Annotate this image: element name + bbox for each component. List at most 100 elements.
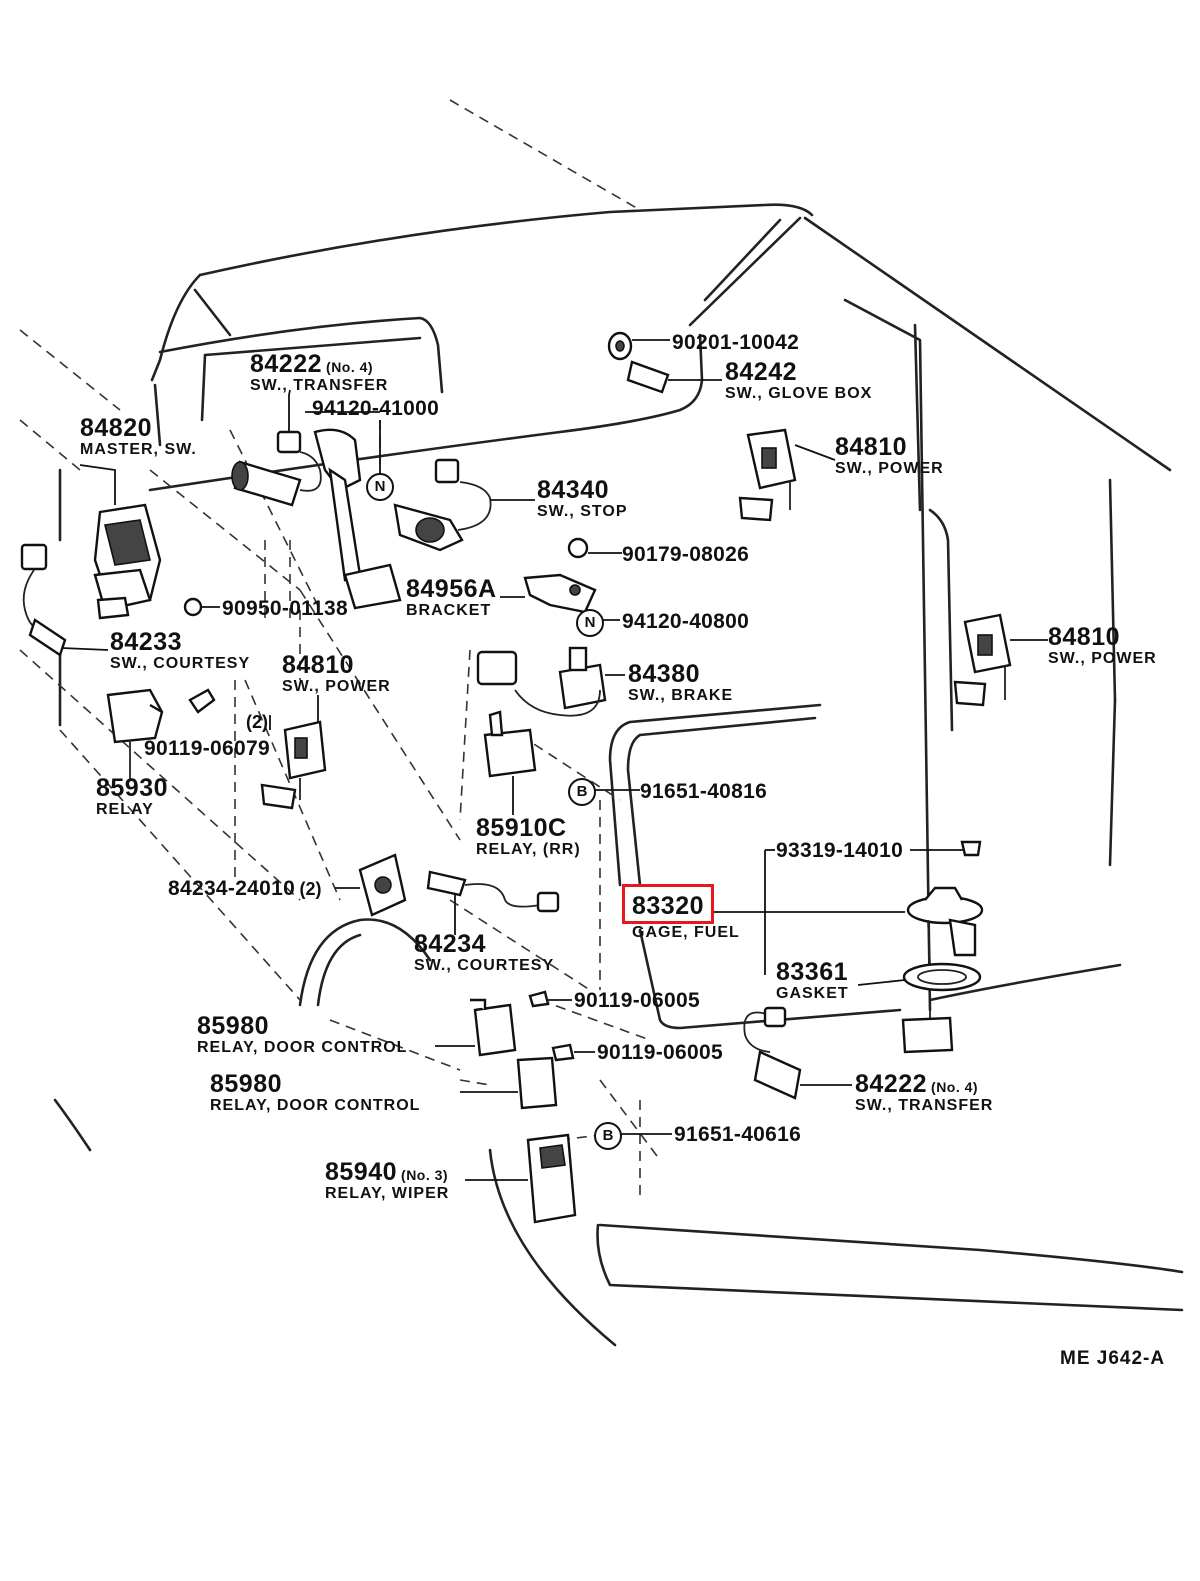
part-number: 85930 (96, 774, 169, 802)
quantity: (2) (299, 879, 322, 899)
part-description: BRACKET (406, 602, 492, 619)
part-description: RELAY, (RR) (476, 841, 581, 858)
part-description: SW., STOP (537, 503, 628, 520)
label-90119-06079: 90119-06079 (144, 738, 270, 759)
part-number: 91651-40816 (640, 780, 768, 803)
part-description: RELAY, DOOR CONTROL (210, 1097, 421, 1114)
label-85940: 85940(No. 3) RELAY, WIPER (325, 1160, 449, 1202)
label-91651-40816: 91651-40816 (640, 781, 767, 802)
part-description: GAGE, FUEL (632, 924, 740, 941)
part-number: 90179-08026 (622, 543, 750, 566)
part-number: 84242 (725, 358, 798, 386)
label-94120-40800: 94120-40800 (622, 611, 749, 632)
wiper-relay-drawing (465, 1133, 672, 1224)
part-number: 85980 (197, 1012, 270, 1040)
part-description: SW., POWER (1048, 650, 1157, 667)
stop-switch-drawing (393, 458, 535, 552)
body-outline (53, 203, 1184, 1347)
quantity: (2) (246, 712, 268, 732)
relay-rr-drawing (483, 710, 640, 815)
label-84222-bottom: 84222(No. 4) SW., TRANSFER (855, 1072, 993, 1114)
part-number: 85940 (325, 1158, 398, 1186)
part-description: SW., COURTESY (414, 957, 555, 974)
label-84810-upper-right: 84810 SW., POWER (835, 435, 944, 477)
part-number: 90950-01138 (222, 597, 348, 620)
label-qty-2-upper: (2) (246, 713, 268, 732)
part-description: RELAY, WIPER (325, 1185, 450, 1202)
label-83361: 83361 GASKET (776, 960, 849, 1002)
part-number: 94120-41000 (312, 397, 440, 420)
label-93319-14010: 93319-14010 (776, 840, 903, 861)
part-description: SW., POWER (835, 460, 944, 477)
master-switch-drawing (79, 464, 162, 620)
label-84956A: 84956A BRACKET (406, 577, 497, 619)
courtesy-switch-left-drawing (20, 543, 109, 657)
marker-b-lower: B (594, 1122, 622, 1150)
label-84234-24010: 84234-24010 (2) (168, 878, 322, 899)
label-84222-top: 84222(No. 4) SW., TRANSFER (250, 352, 388, 394)
power-switch-center-drawing (260, 695, 327, 810)
bracket-drawing (500, 537, 622, 614)
label-90950-01138: 90950-01138 (222, 598, 348, 619)
label-84380: 84380 SW., BRAKE (628, 662, 733, 704)
label-90119-06005-lower: 90119-06005 (597, 1042, 723, 1063)
glovebox-switch-drawing (607, 331, 722, 394)
label-94120-41000: 94120-41000 (312, 398, 439, 419)
fuel-gage-drawing (712, 840, 984, 1054)
leader-lines (183, 597, 620, 730)
part-description: SW., BRAKE (628, 687, 734, 704)
part-number: 84222 (855, 1070, 928, 1098)
part-number: 94120-40800 (622, 610, 750, 633)
part-number: 93319-14010 (776, 839, 904, 862)
part-number: 91651-40616 (674, 1123, 802, 1146)
label-84810-lower-right: 84810 SW., POWER (1048, 625, 1157, 667)
label-84234: 84234 SW., COURTESY (414, 932, 554, 974)
part-description: SW., GLOVE BOX (725, 385, 873, 402)
brake-switch-drawing (476, 646, 625, 717)
part-number: 84810 (835, 433, 908, 461)
label-85930: 85930 RELAY (96, 776, 168, 818)
label-85910C: 85910C RELAY, (RR) (476, 816, 581, 858)
part-number: 84956A (406, 575, 497, 603)
part-number: 84234-24010 (168, 877, 296, 900)
marker-n-lower: N (576, 609, 604, 637)
label-90179-08026: 90179-08026 (622, 544, 749, 565)
part-qualifier: (No. 4) (326, 359, 374, 375)
part-number: 90201-10042 (672, 331, 800, 354)
part-number: 85980 (210, 1070, 283, 1098)
door-relay-upper-drawing (435, 990, 572, 1057)
part-number: 85910C (476, 814, 567, 842)
part-number: 83361 (776, 958, 849, 986)
label-83320[interactable]: 83320 GAGE, FUEL (632, 894, 740, 941)
part-number: 83320 (632, 892, 705, 920)
part-description: SW., COURTESY (110, 655, 251, 672)
label-90119-06005-upper: 90119-06005 (574, 990, 700, 1011)
part-description: RELAY, DOOR CONTROL (197, 1039, 408, 1056)
label-85980-upper: 85980 RELAY, DOOR CONTROL (197, 1014, 407, 1056)
part-number: 84222 (250, 350, 323, 378)
relay-left-drawing (106, 688, 216, 780)
diagram-code: ME J642-A (1060, 1348, 1166, 1369)
transfer-switch-top-drawing (231, 389, 322, 507)
part-description: SW., POWER (282, 678, 391, 695)
part-qualifier: (No. 3) (401, 1167, 449, 1183)
marker-n-upper: N (366, 473, 394, 501)
part-description: MASTER, SW. (80, 441, 197, 458)
part-qualifier: (No. 4) (931, 1079, 979, 1095)
part-description: SW., TRANSFER (250, 377, 389, 394)
marker-b-upper: B (568, 778, 596, 806)
power-switch-right-lower-drawing (953, 613, 1048, 707)
label-84340: 84340 SW., STOP (537, 478, 628, 520)
label-91651-40616: 91651-40616 (674, 1124, 801, 1145)
transfer-switch-bottom-drawing (743, 1006, 852, 1100)
part-number: 84340 (537, 476, 610, 504)
part-number: 84820 (80, 414, 153, 442)
part-number: 90119-06079 (144, 737, 270, 760)
label-84233: 84233 SW., COURTESY (110, 630, 250, 672)
label-85980-lower: 85980 RELAY, DOOR CONTROL (210, 1072, 420, 1114)
part-number: 84234 (414, 930, 487, 958)
label-90201-10042: 90201-10042 (672, 332, 799, 353)
label-84820: 84820 MASTER, SW. (80, 416, 197, 458)
door-relay-lower-drawing (460, 1043, 595, 1110)
